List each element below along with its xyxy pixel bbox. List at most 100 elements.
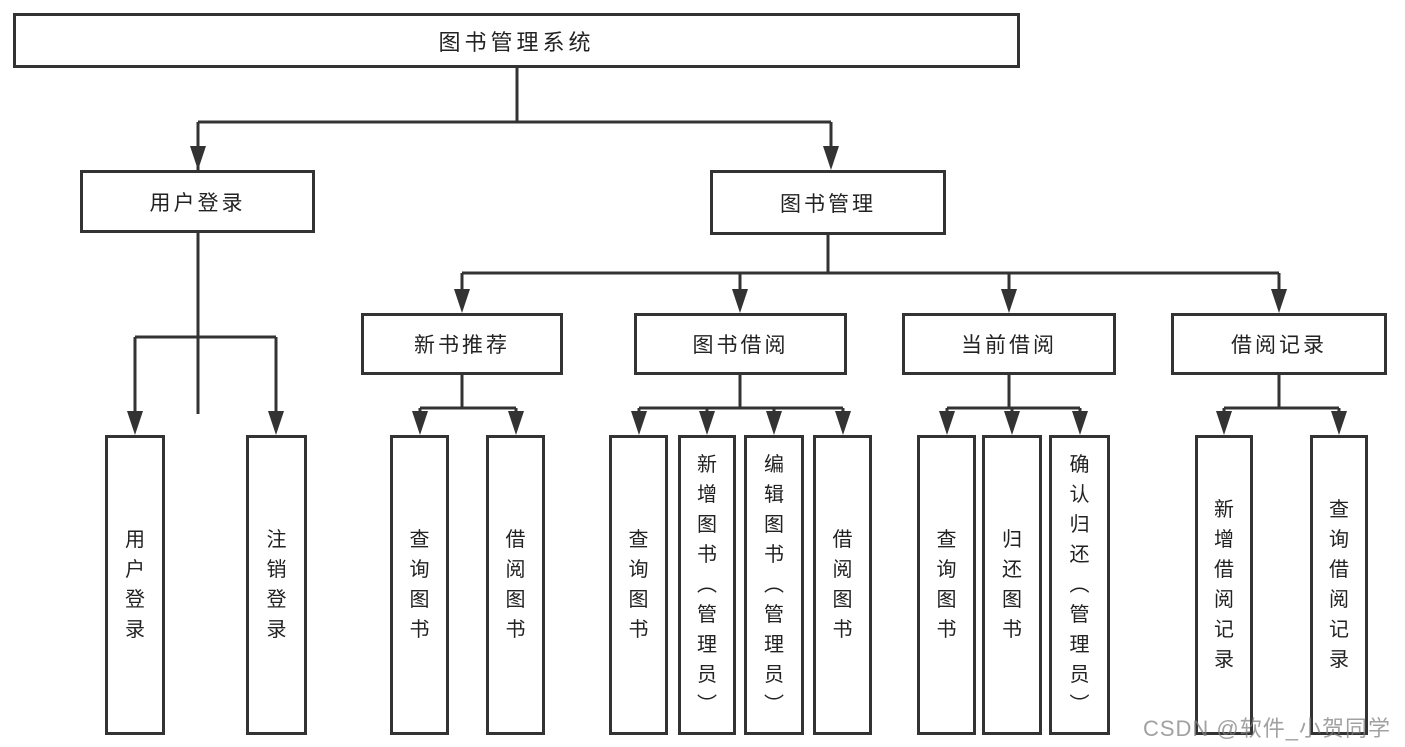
leaf-current-return-book: 归还图书: [982, 435, 1042, 735]
vertical-glyph: 还: [1002, 559, 1022, 581]
leaf-newbook-query-book: 查询图书: [390, 435, 449, 735]
vertical-glyph: 用: [125, 529, 145, 551]
arrowhead-icon: [939, 411, 955, 435]
vertical-glyph: ︵: [764, 574, 784, 596]
node-label: 注销登录: [249, 438, 304, 732]
arrowhead-icon: [1001, 289, 1017, 313]
vertical-glyph: 确: [1069, 454, 1090, 476]
vertical-glyph: 认: [1069, 484, 1090, 506]
vertical-glyph: 图: [764, 514, 784, 536]
vertical-glyph: 管: [697, 604, 717, 626]
vertical-glyph: 询: [1329, 529, 1349, 551]
vertical-glyph: 查: [409, 529, 430, 551]
node-label: 归还图书: [985, 438, 1039, 732]
node-new-book-recommendation: 新书推荐: [361, 313, 563, 375]
node-current-borrowing: 当前借阅: [902, 313, 1116, 375]
node-label: 新书推荐: [414, 334, 510, 357]
watermark: CSDN @软件_小贺同学: [1142, 716, 1391, 741]
vertical-glyph: ︵: [1069, 574, 1090, 596]
vertical-glyph: 询: [409, 559, 430, 581]
arrowhead-icon: [835, 411, 851, 435]
arrowhead-icon: [823, 146, 839, 170]
node-label: 图书管理系统: [438, 29, 595, 55]
vertical-glyph: 借: [1329, 559, 1349, 581]
vertical-glyph: 询: [628, 559, 649, 581]
connector-current-borrow-children: [945, 375, 1082, 414]
node-book-borrowing: 图书借阅: [634, 313, 847, 375]
node-label: 新增借阅记录: [1198, 438, 1250, 732]
vertical-glyph: 管: [1069, 604, 1090, 626]
vertical-glyph: 录: [1214, 649, 1234, 671]
node-label: 编辑图书︵管理员︶: [747, 438, 801, 732]
vertical-glyph: 理: [1069, 634, 1090, 656]
vertical-glyph: 书: [1002, 619, 1022, 641]
node-label: 用户登录: [108, 438, 162, 732]
arrowhead-icon: [732, 289, 748, 313]
node-label: 查询图书: [393, 438, 446, 732]
node-label: 当前借阅: [961, 334, 1057, 357]
vertical-glyph: 书: [409, 619, 430, 641]
vertical-glyph: ︶: [697, 694, 717, 716]
vertical-glyph: 新: [1214, 499, 1234, 521]
node-book-management: 图书管理: [710, 170, 946, 235]
vertical-glyph: 户: [125, 559, 145, 581]
vertical-glyph: 书: [936, 619, 957, 641]
leaf-borrowing-query-book: 查询图书: [609, 435, 668, 735]
connector-user-login-children: [133, 233, 278, 414]
leaf-newbook-borrow-book: 借阅图书: [486, 435, 545, 735]
leaf-logout-login: 注销登录: [246, 435, 307, 735]
node-label: 借阅图书: [816, 438, 869, 732]
vertical-glyph: 员: [764, 664, 784, 686]
vertical-glyph: 辑: [764, 484, 784, 506]
vertical-glyph: 书: [697, 544, 717, 566]
vertical-glyph: 理: [764, 634, 784, 656]
vertical-glyph: 图: [936, 589, 957, 611]
vertical-glyph: 员: [1069, 664, 1090, 686]
vertical-glyph: 借: [832, 529, 853, 551]
vertical-glyph: 借: [505, 529, 526, 551]
connector-book-mgmt-children: [460, 235, 1281, 292]
vertical-glyph: 增: [697, 484, 717, 506]
leaf-current-query-book: 查询图书: [917, 435, 976, 735]
vertical-glyph: 记: [1214, 619, 1234, 641]
arrowheads-group: [127, 146, 1347, 435]
arrowhead-icon: [1072, 411, 1088, 435]
arrowhead-icon: [699, 411, 715, 435]
vertical-glyph: 录: [266, 619, 287, 641]
vertical-glyph: 阅: [505, 559, 526, 581]
vertical-glyph: 查: [1329, 499, 1349, 521]
arrowhead-icon: [631, 411, 647, 435]
vertical-glyph: 记: [1329, 619, 1349, 641]
leaf-borrowing-borrow-book: 借阅图书: [813, 435, 872, 735]
vertical-glyph: 员: [697, 664, 717, 686]
vertical-glyph: 借: [1214, 559, 1234, 581]
vertical-glyph: ︶: [1069, 694, 1090, 716]
vertical-glyph: 归: [1069, 514, 1090, 536]
leaf-current-confirm-return-admin: 确认归还︵管理员︶: [1049, 435, 1110, 735]
vertical-glyph: 编: [764, 454, 784, 476]
vertical-glyph: 阅: [832, 559, 853, 581]
vertical-glyph: 录: [1329, 649, 1349, 671]
node-label: 借阅记录: [1231, 334, 1327, 357]
arrowhead-icon: [454, 289, 470, 313]
vertical-glyph: 图: [409, 589, 430, 611]
node-label: 查询图书: [612, 438, 665, 732]
vertical-glyph: 书: [764, 544, 784, 566]
vertical-glyph: 新: [697, 454, 717, 476]
leaf-record-query-borrow-record: 查询借阅记录: [1310, 435, 1368, 735]
arrowhead-icon: [1331, 411, 1347, 435]
vertical-glyph: 书: [832, 619, 853, 641]
node-label: 新增图书︵管理员︶: [681, 438, 733, 732]
vertical-glyph: 图: [697, 514, 717, 536]
vertical-glyph: 图: [1002, 589, 1022, 611]
vertical-glyph: 登: [266, 589, 287, 611]
node-label: 查询借阅记录: [1313, 438, 1365, 732]
leaf-record-add-borrow-record: 新增借阅记录: [1195, 435, 1253, 735]
leaf-user-login: 用户登录: [105, 435, 165, 735]
leaf-borrowing-edit-book-admin: 编辑图书︵管理员︶: [744, 435, 804, 735]
node-label: 图书借阅: [692, 334, 789, 357]
vertical-glyph: 阅: [1329, 589, 1349, 611]
vertical-glyph: 阅: [1214, 589, 1234, 611]
vertical-glyph: 注: [266, 529, 287, 551]
